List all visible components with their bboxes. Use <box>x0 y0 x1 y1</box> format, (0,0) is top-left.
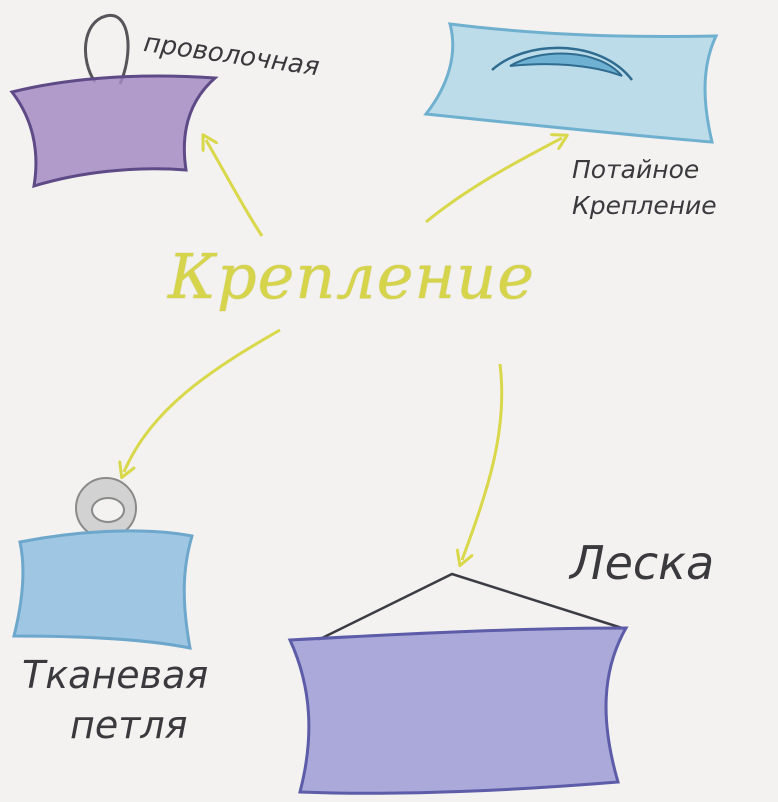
hidden-fastening-label: Потайное Крепление <box>572 152 717 224</box>
hidden-fastening-panel-icon <box>423 22 719 144</box>
hidden-fastening-label-line1: Потайное <box>572 155 700 184</box>
wire-hanger-icon <box>83 14 130 85</box>
arrows <box>124 138 562 560</box>
fabric-loop-panel-icon <box>12 529 194 650</box>
wire-fastening-panel-icon <box>9 74 219 189</box>
arrow-to-fishing <box>462 363 504 560</box>
arrow-to-wire <box>206 140 264 237</box>
fabric-loop-label-line1: Тканевая <box>22 653 209 697</box>
center-label: Крепление <box>168 240 535 313</box>
arrow-to-hidden <box>425 138 562 224</box>
fishing-line-hanger-icon <box>317 572 623 642</box>
fishing-line-panel-icon <box>287 626 629 795</box>
fabric-loop-label-line2: петля <box>70 703 188 747</box>
hidden-fastening-label-line2: Крепление <box>572 191 717 220</box>
fabric-loop-ring-icon <box>75 477 137 539</box>
fabric-loop-label: Тканевая петля <box>22 650 208 750</box>
fishing-line-label: Леска <box>570 536 715 590</box>
arrow-to-fabric <box>124 328 281 472</box>
